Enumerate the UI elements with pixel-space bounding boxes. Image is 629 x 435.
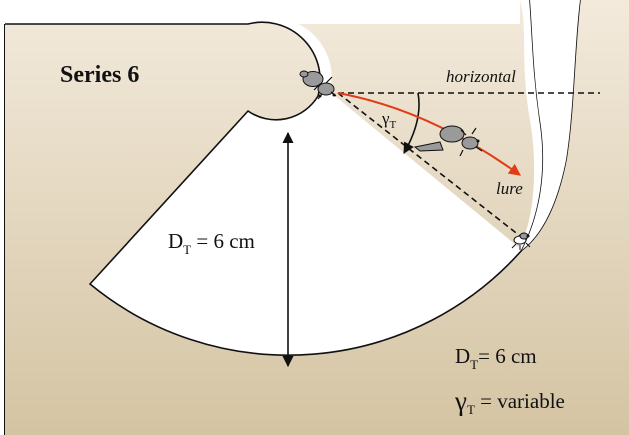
antlion-moving-icon [413, 125, 483, 157]
lure-label: lure [496, 179, 523, 198]
distance-subscript: T [183, 242, 192, 257]
lure-icon [511, 232, 531, 250]
distance-symbol: D [168, 229, 184, 253]
distance-label-left: DT = 6 cm [168, 229, 255, 257]
wall-fill [522, 0, 580, 250]
gamma-symbol: γ [455, 386, 467, 416]
distance-symbol: D [455, 344, 471, 368]
shoulder-outline [88, 95, 523, 356]
distance-subscript: T [470, 357, 479, 372]
approach-line [337, 92, 521, 237]
antlion-start-icon [299, 70, 337, 100]
gamma-symbol: γ [382, 109, 390, 128]
horizontal-label: horizontal [446, 67, 516, 86]
distance-value: = 6 cm [478, 344, 537, 368]
gamma-subscript: T [466, 402, 475, 417]
gamma-value: = variable [474, 389, 565, 413]
distance-label-right: DT= 6 cm [455, 344, 537, 372]
angle-arc [403, 92, 420, 154]
gamma-variable-label: γT = variable [455, 386, 565, 417]
gamma-subscript: T [389, 119, 397, 131]
sand-region [5, 0, 629, 435]
top-sand-band [5, 0, 520, 24]
distance-value: = 6 cm [191, 229, 255, 253]
pit-wedge [90, 92, 522, 356]
gamma-angle-label: γT [382, 109, 396, 131]
trajectory-arrow [337, 92, 521, 176]
series-title: Series 6 [60, 62, 140, 88]
